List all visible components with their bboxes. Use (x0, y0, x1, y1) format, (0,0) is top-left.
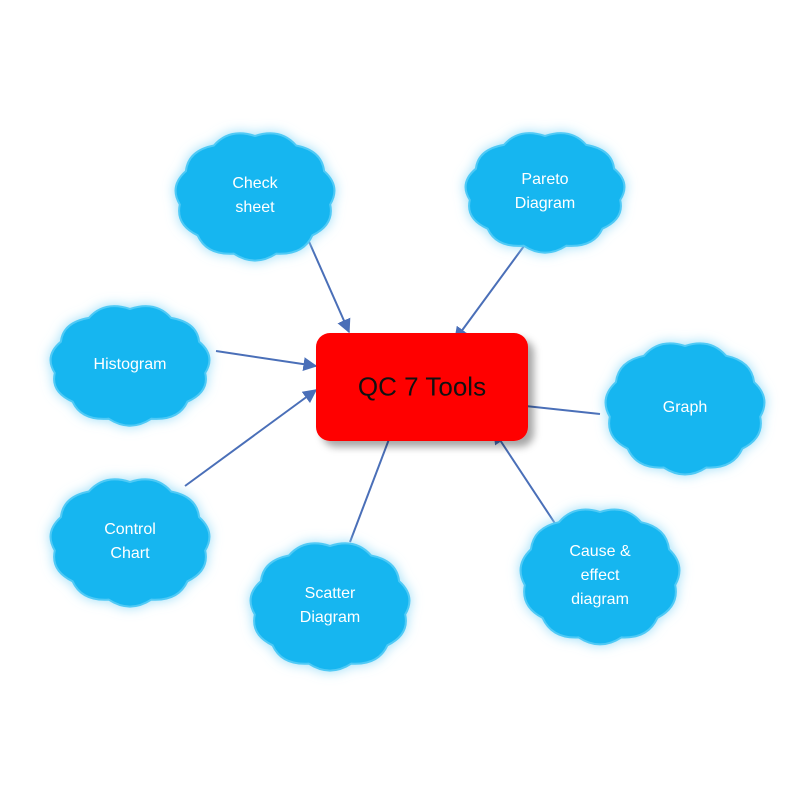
check-sheet-cloud (174, 132, 336, 262)
check-sheet-arrow (302, 227, 351, 334)
graph-cloud (604, 342, 766, 476)
cause-effect-diagram-arrow (493, 429, 561, 532)
arrows-layer (184, 227, 601, 543)
cause-effect-diagram-cloud (519, 508, 681, 646)
histogram-arrow (215, 350, 318, 372)
control-chart-arrow (184, 389, 318, 487)
center-box (316, 333, 528, 441)
center-label: QC 7 Tools (357, 371, 487, 402)
pareto-diagram-arrow (454, 245, 525, 342)
scatter-diagram-arrow (349, 424, 397, 543)
scatter-diagram-cloud (249, 542, 411, 672)
pareto-diagram-cloud (464, 132, 626, 254)
control-chart-cloud (49, 478, 211, 608)
histogram-cloud (49, 305, 211, 427)
clouds-layer (49, 132, 766, 672)
